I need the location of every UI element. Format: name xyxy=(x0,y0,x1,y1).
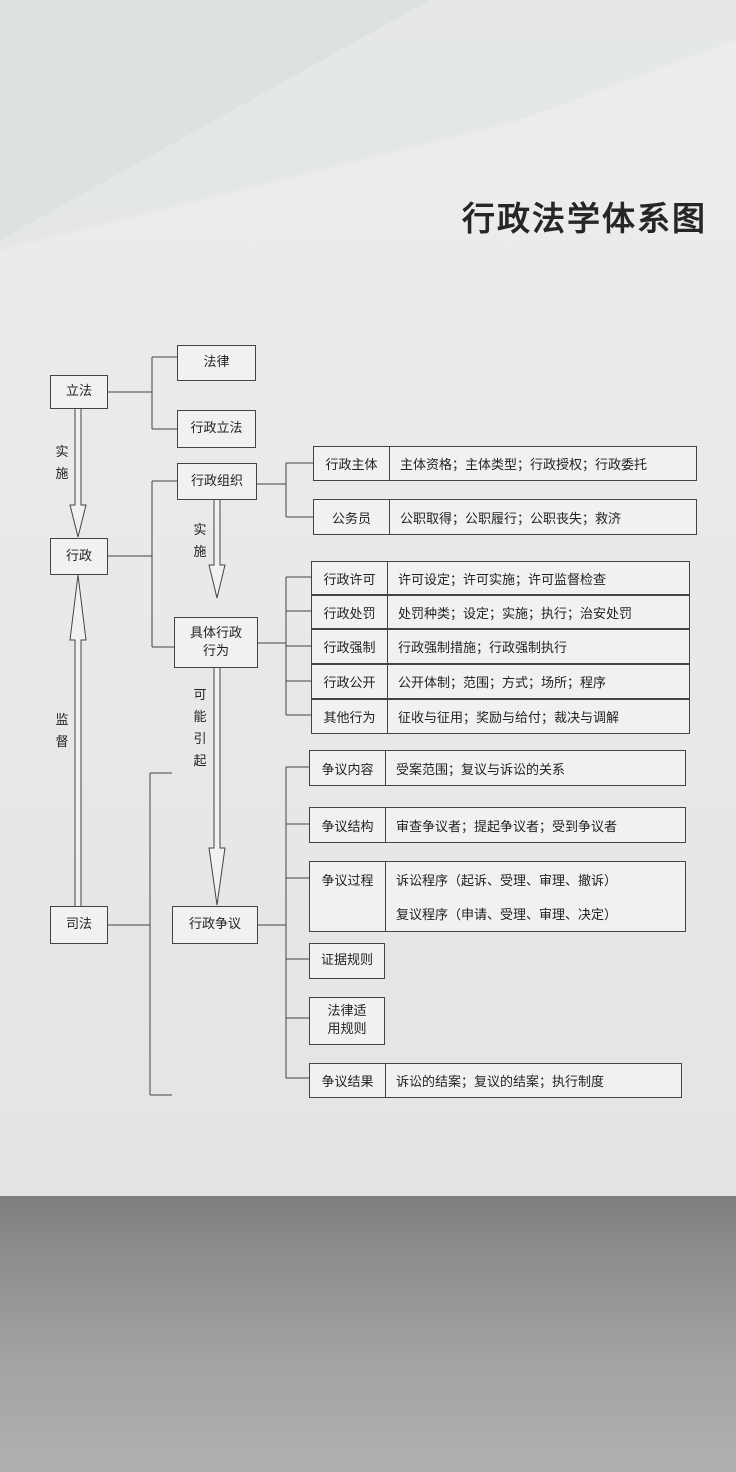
node-admin-organization: 行政组织 xyxy=(177,463,257,500)
act-row-desc: 处罚种类；设定；实施；执行；治安处罚 xyxy=(398,606,633,622)
node-specific-admin-act: 具体行政行为 xyxy=(174,617,258,668)
act-row: 行政许可 许可设定；许可实施；许可监督检查 xyxy=(311,561,690,595)
act-row-desc: 征收与征用；奖励与给付；裁决与调解 xyxy=(398,711,620,726)
org-row-desc: 公职取得；公职履行；公职丧失；救济 xyxy=(400,511,622,527)
dispute-row-label-empty xyxy=(310,896,386,931)
act-row-label: 行政处罚 xyxy=(312,596,388,628)
node-law: 法律 xyxy=(177,345,256,381)
dispute-row-label: 争议结果 xyxy=(310,1064,386,1097)
org-row: 行政主体 主体资格；主体类型；行政授权；行政委托 xyxy=(313,446,697,481)
act-row-label: 行政公开 xyxy=(312,665,388,698)
org-row: 公务员 公职取得；公职履行；公职丧失；救济 xyxy=(313,499,697,535)
dispute-row: 争议结构 审查争议者；提起争议者；受到争议者 xyxy=(309,807,686,843)
org-row-label: 公务员 xyxy=(314,500,390,534)
act-row-desc: 行政强制措施；行政强制执行 xyxy=(398,641,568,656)
page-title: 行政法学体系图 xyxy=(462,199,707,238)
dispute-row-label: 争议结构 xyxy=(310,808,386,842)
dispute-row-desc: 受案范围；复议与诉讼的关系 xyxy=(396,762,566,778)
act-row-label: 行政强制 xyxy=(312,630,388,663)
act-row-desc: 公开体制；范围；方式；场所；程序 xyxy=(398,676,607,691)
node-legislation: 立法 xyxy=(50,375,108,409)
node-judiciary: 司法 xyxy=(50,906,108,944)
hand-shadow xyxy=(0,1196,736,1472)
node-admin-legislation: 行政立法 xyxy=(177,410,256,448)
dispute-row-desc: 诉讼程序（起诉、受理、审理、撤诉） xyxy=(396,873,618,889)
dispute-row-continued: 复议程序（申请、受理、审理、决定） xyxy=(309,896,686,932)
dispute-row: 争议过程 诉讼程序（起诉、受理、审理、撤诉） xyxy=(309,861,686,897)
node-administration: 行政 xyxy=(50,538,108,575)
act-row-label: 其他行为 xyxy=(312,700,388,733)
act-row-desc: 许可设定；许可实施；许可监督检查 xyxy=(398,572,607,588)
act-row: 行政公开 公开体制；范围；方式；场所；程序 xyxy=(311,664,690,699)
dispute-row-desc: 审查争议者；提起争议者；受到争议者 xyxy=(396,819,618,835)
label-supervise: 监督 xyxy=(55,713,69,750)
label-implement-mid: 实施 xyxy=(193,523,207,560)
dispute-evidence-rules: 证据规则 xyxy=(309,943,385,979)
act-row: 其他行为 征收与征用；奖励与给付；裁决与调解 xyxy=(311,699,690,734)
act-row: 行政强制 行政强制措施；行政强制执行 xyxy=(311,629,690,664)
act-row-label: 行政许可 xyxy=(312,562,388,594)
org-row-label: 行政主体 xyxy=(314,447,390,480)
diagram-connectors xyxy=(69,356,313,1096)
page-corner-shade xyxy=(0,0,736,250)
label-may-cause: 可能引起 xyxy=(193,688,207,769)
node-admin-dispute: 行政争议 xyxy=(172,906,258,944)
dispute-row: 争议内容 受案范围；复议与诉讼的关系 xyxy=(309,750,686,786)
dispute-row-label: 争议过程 xyxy=(310,862,386,896)
act-row: 行政处罚 处罚种类；设定；实施；执行；治安处罚 xyxy=(311,595,690,629)
dispute-row-label: 争议内容 xyxy=(310,751,386,785)
dispute-row: 争议结果 诉讼的结案；复议的结案；执行制度 xyxy=(309,1063,682,1098)
dispute-law-application-rules: 法律适用规则 xyxy=(309,997,385,1045)
dispute-row-desc: 诉讼的结案；复议的结案；执行制度 xyxy=(396,1075,605,1090)
dispute-row-desc: 复议程序（申请、受理、审理、决定） xyxy=(396,908,618,923)
label-implement-left: 实施 xyxy=(55,445,69,482)
org-row-desc: 主体资格；主体类型；行政授权；行政委托 xyxy=(400,458,648,473)
